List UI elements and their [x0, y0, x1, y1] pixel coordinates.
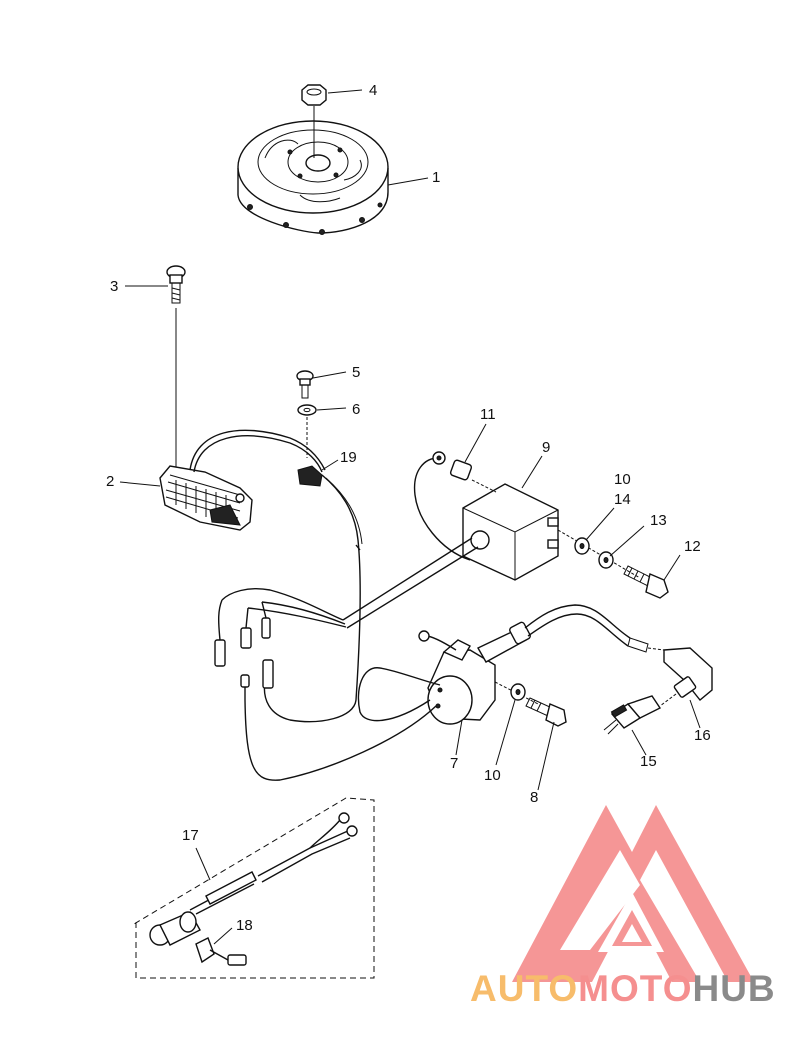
spark-plug-cap [663, 647, 713, 701]
label-19: 19 [340, 449, 357, 466]
watermark-logo-mark [512, 805, 754, 982]
flywheel-nut [301, 84, 327, 106]
label-1: 1 [432, 169, 440, 186]
coil-lead-wire [189, 429, 326, 471]
optional-kit-box [133, 797, 375, 979]
cdi-ground-wire [413, 457, 471, 561]
cdi-harness [342, 537, 473, 621]
logo-text-hub: HUB [692, 968, 776, 1009]
label-17: 17 [182, 827, 199, 844]
label-5: 5 [352, 364, 360, 381]
cdi-unit [462, 483, 559, 581]
clamp-washer [297, 404, 317, 416]
label-12: 12 [684, 538, 701, 555]
leader-lines [119, 89, 701, 945]
label-16: 16 [694, 727, 711, 744]
label-2: 2 [106, 473, 114, 490]
label-14: 14 [614, 491, 631, 508]
stop-switch [149, 911, 201, 946]
bullet-connectors [214, 617, 274, 700]
bolt-8 [525, 697, 567, 727]
coil-primary-wire [244, 699, 437, 781]
clamp-screw [296, 370, 314, 399]
main-harness-wire [263, 474, 361, 723]
washer-14 [574, 537, 590, 555]
logo-text-moto: MOTO [578, 968, 693, 1009]
stop-switch-lead [189, 812, 358, 915]
stator-screw [166, 265, 186, 304]
label-7: 7 [450, 755, 458, 772]
washer-13 [598, 551, 614, 569]
bolt-12 [623, 565, 669, 599]
part-labels: 4 1 3 5 6 11 9 19 2 10 14 13 12 16 7 15 … [106, 82, 711, 934]
coil-lead-wire-2 [193, 435, 323, 473]
label-9: 9 [542, 439, 550, 456]
collar [449, 459, 473, 481]
washer-10-lower [510, 683, 526, 701]
label-10-upper: 10 [614, 471, 631, 488]
high-tension-lead [477, 604, 665, 663]
stop-switch-clip [195, 937, 247, 966]
label-13: 13 [650, 512, 667, 529]
label-3: 3 [110, 278, 118, 295]
logo-triangle [512, 805, 754, 982]
coil-ground-loop [357, 667, 441, 722]
flywheel [237, 120, 389, 235]
label-11: 11 [480, 406, 496, 423]
label-6: 6 [352, 401, 360, 418]
watermark-logo-text: AUTOMOTOHUB [470, 968, 800, 1028]
cable-clamp [297, 465, 323, 487]
label-15: 15 [640, 753, 657, 770]
label-18: 18 [236, 917, 253, 934]
charge-coil [159, 465, 253, 531]
logo-text-auto: AUTO [470, 968, 579, 1009]
label-8: 8 [530, 789, 538, 806]
spark-plug [603, 695, 662, 735]
label-10-lower: 10 [484, 767, 501, 784]
label-4: 4 [369, 82, 377, 99]
